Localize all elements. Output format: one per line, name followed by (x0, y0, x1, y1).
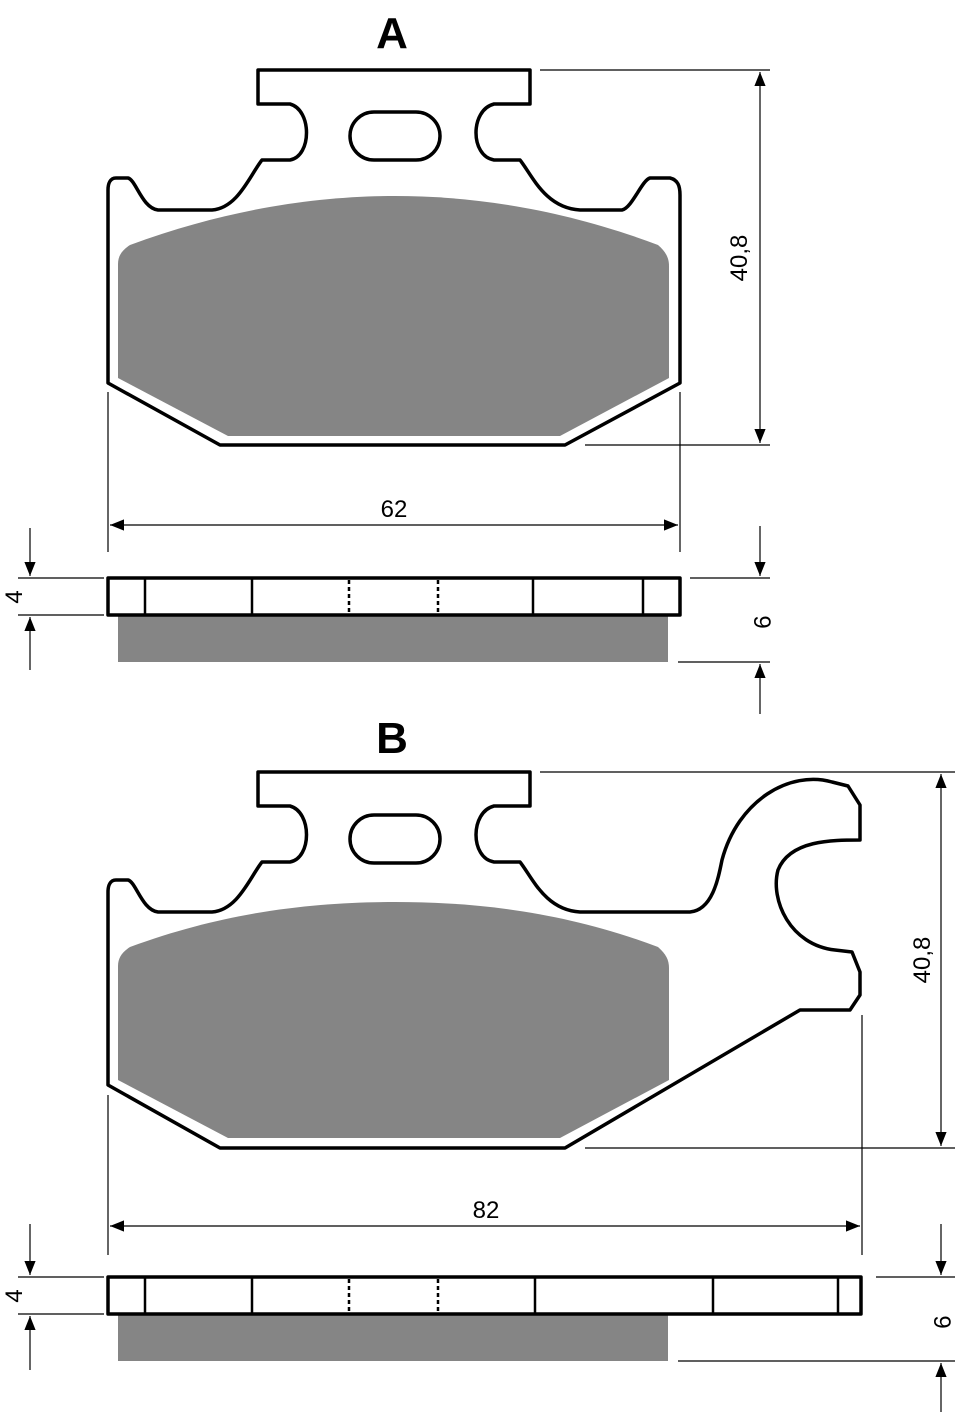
part-b: B 40,8 82 4 9 (1, 714, 955, 1412)
part-b-friction-pad (118, 902, 669, 1138)
part-a-label: A (376, 9, 408, 58)
part-a-side-friction-layer (118, 615, 668, 662)
part-a-mounting-slot (348, 110, 442, 162)
part-b-side-backing-plate (106, 1275, 863, 1316)
part-b-label: B (376, 714, 408, 763)
part-a-friction-pad (118, 196, 669, 436)
part-a-height-label: 40,8 (726, 235, 753, 282)
part-b-plate-thickness-label: 4 (1, 1289, 28, 1302)
part-b-width-label: 82 (473, 1197, 500, 1224)
part-b-mounting-slot (348, 813, 442, 865)
part-a-width-label: 62 (381, 496, 408, 523)
part-b-side-friction-layer (118, 1314, 668, 1361)
part-a-total-thickness-label: 9 (748, 615, 775, 628)
part-a: A 40,8 62 4 9 (1, 9, 775, 714)
part-a-plate-thickness-label: 4 (1, 590, 28, 603)
part-b-total-thickness-label: 9 (928, 1315, 955, 1328)
part-a-side-backing-plate (106, 576, 682, 617)
part-b-height-label: 40,8 (909, 937, 936, 984)
